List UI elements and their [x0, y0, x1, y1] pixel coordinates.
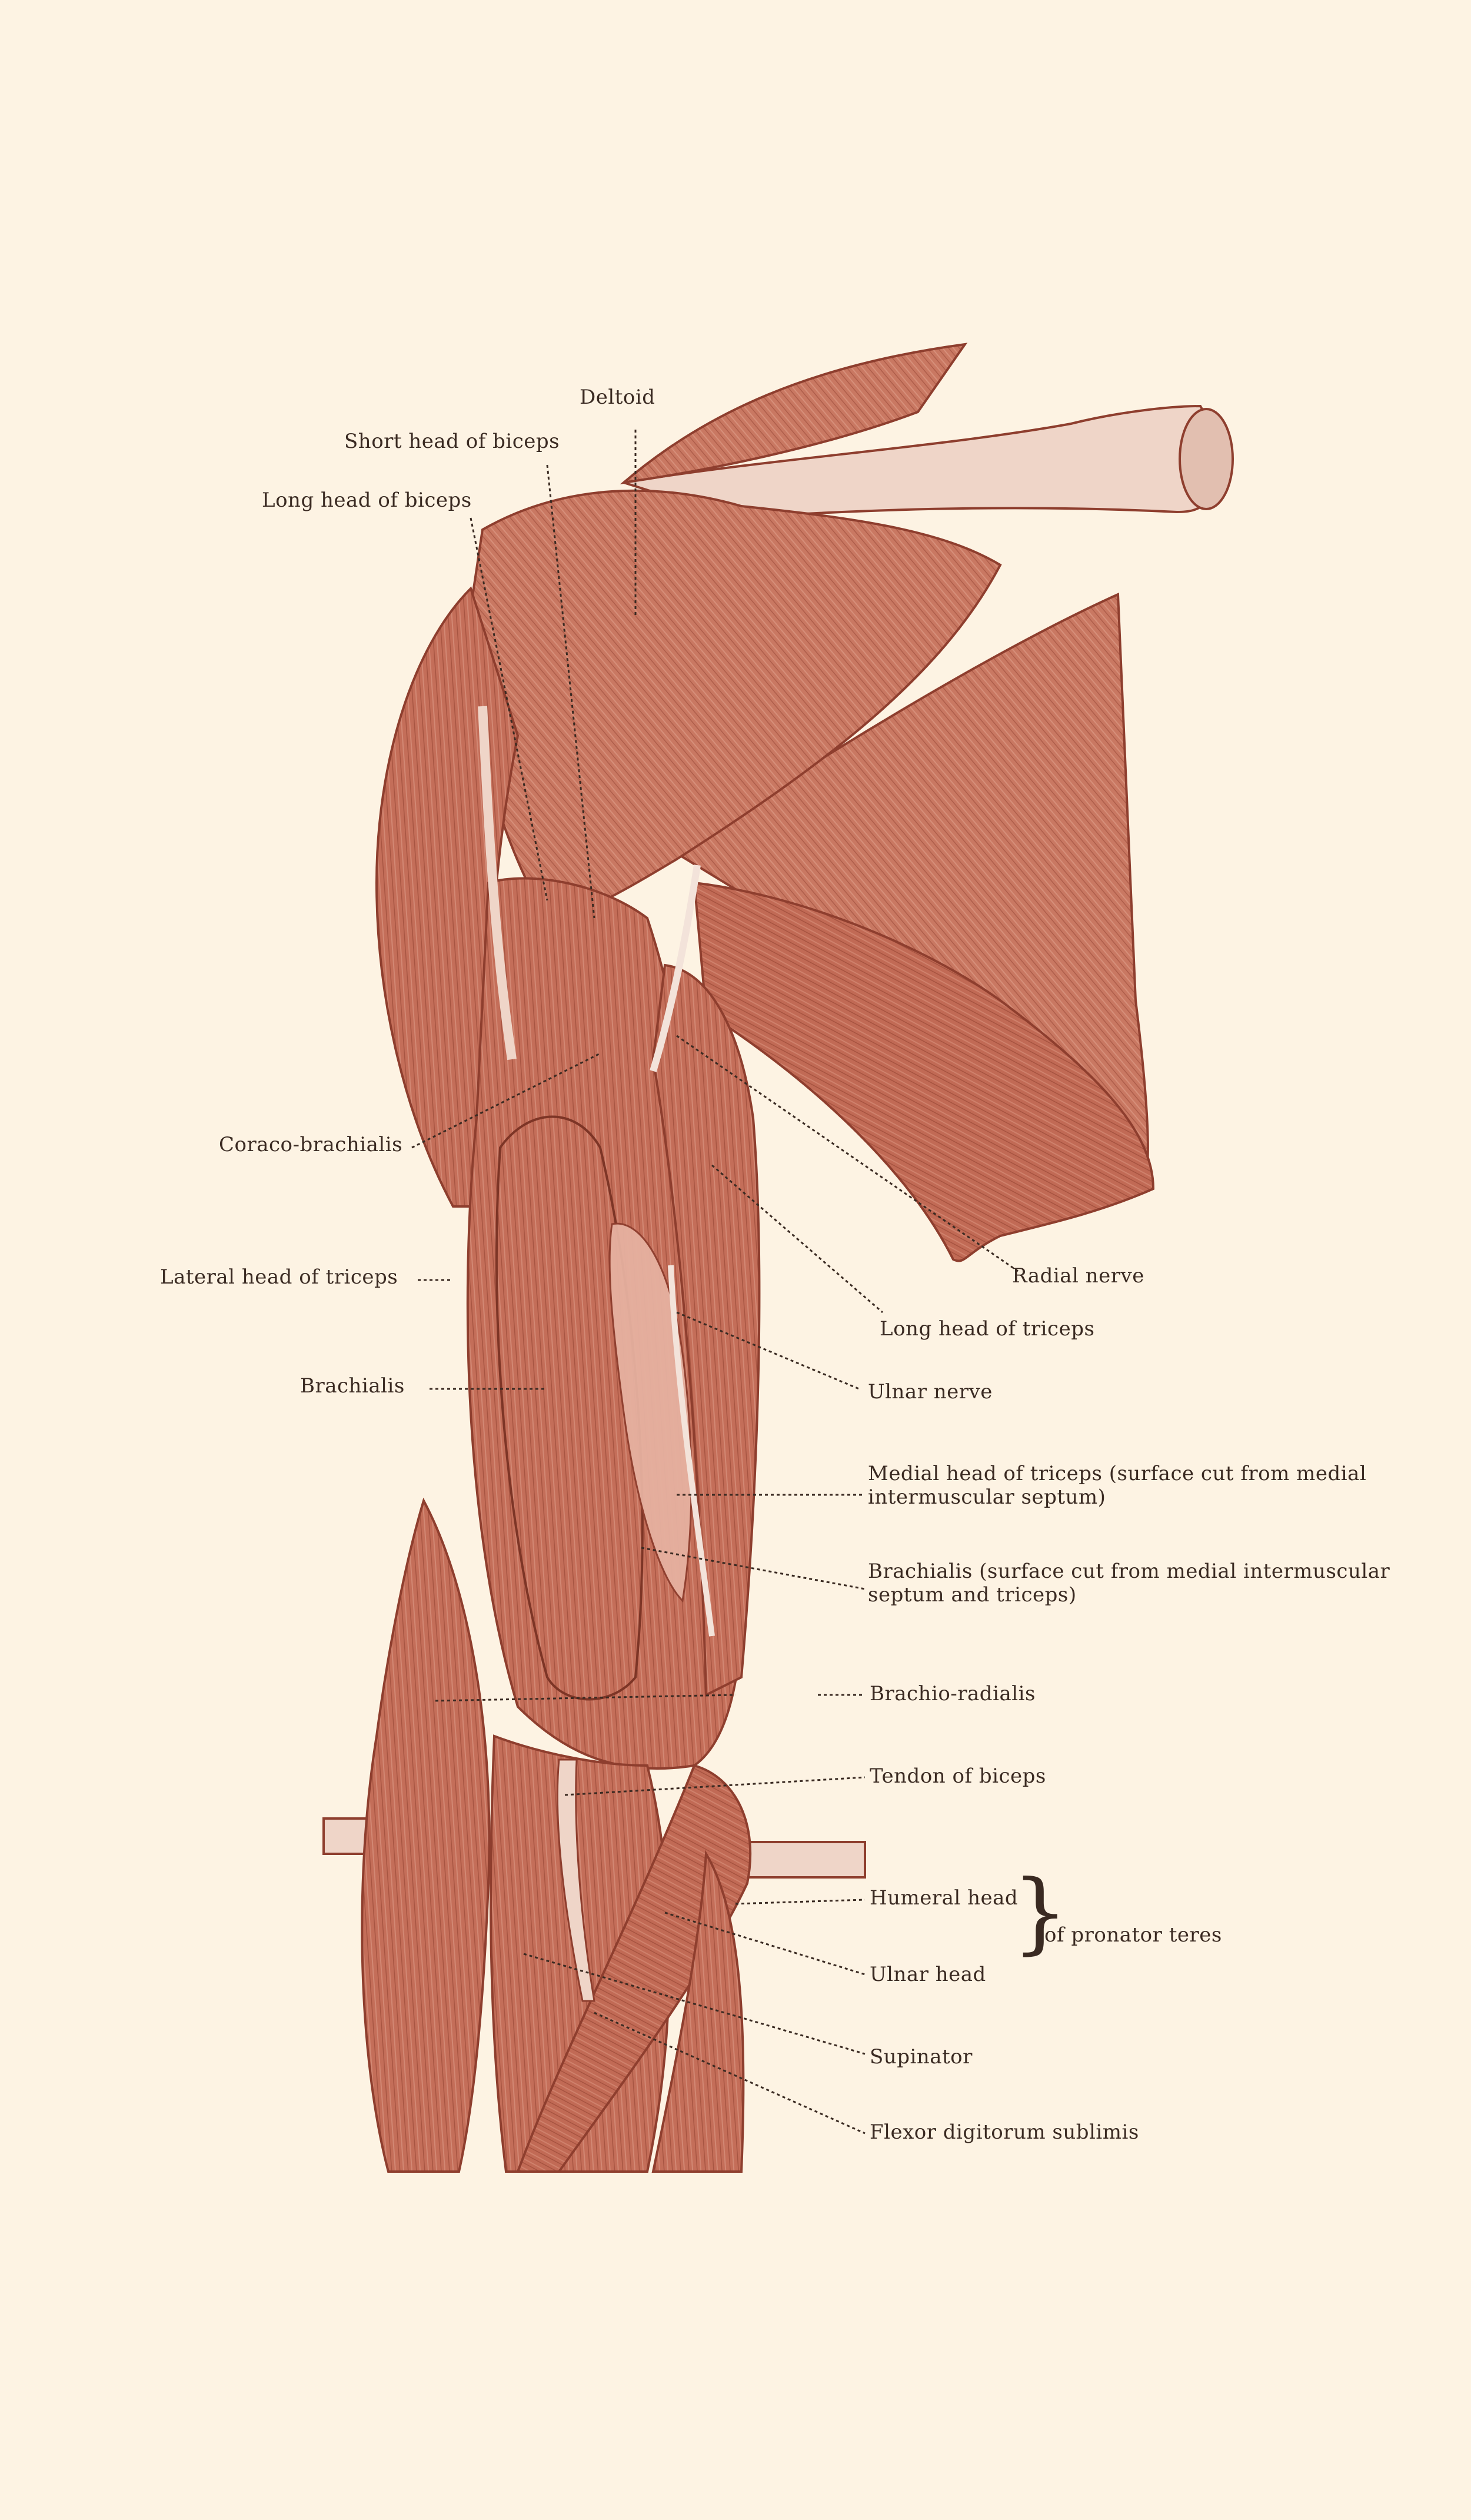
label-medial-head-triceps: Medial head of triceps (surface cut from…: [868, 1462, 1366, 1509]
label-brachialis-cut: Brachialis (surface cut from medial inte…: [868, 1560, 1390, 1607]
leader-supinator: [523, 1953, 866, 2055]
leader-brachialis-cut: [641, 1547, 866, 1590]
trapezius-muscle: [620, 343, 968, 484]
label-supinator: Supinator: [870, 2045, 973, 2069]
clavicle-end: [1179, 408, 1234, 510]
label-deltoid: Deltoid: [580, 385, 655, 409]
label-brachialis: Brachialis: [300, 1374, 405, 1398]
label-of-pronator-teres: of pronator teres: [1044, 1923, 1222, 1947]
label-tendon-biceps: Tendon of biceps: [870, 1764, 1046, 1788]
leader-flexor-digitorum: [594, 2012, 866, 2135]
brachioradialis-muscle: [361, 1497, 491, 2173]
medial-triceps-surface: [608, 1222, 693, 1603]
lower-back-muscle: [693, 881, 1155, 1262]
label-long-head-triceps: Long head of triceps: [880, 1317, 1095, 1341]
label-brachio-radialis: Brachio-radialis: [870, 1682, 1036, 1706]
biceps-tendon: [556, 1758, 595, 2002]
pronator-teres-muscle: [516, 1764, 752, 2173]
leader-long-head-biceps: [470, 517, 548, 901]
biceps-muscle: [495, 1115, 644, 1701]
label-long-head-biceps: Long head of biceps: [262, 488, 472, 512]
leader-long-head-triceps: [711, 1164, 883, 1314]
label-short-head-biceps: Short head of biceps: [344, 430, 560, 453]
label-ulnar-head: Ulnar head: [870, 1963, 986, 1986]
leader-lines: [411, 430, 1019, 2135]
forearm-right: [651, 1850, 745, 2173]
leader-humeral-head: [735, 1899, 866, 1905]
leader-radial-nerve: [676, 1035, 1019, 1272]
label-lateral-head-triceps: Lateral head of triceps: [160, 1265, 398, 1289]
label-radial-nerve: Radial nerve: [1012, 1264, 1144, 1288]
label-medial-head-triceps-line2: intermuscular septum): [868, 1485, 1106, 1509]
label-medial-head-triceps-line1: Medial head of triceps (surface cut from…: [868, 1462, 1367, 1485]
label-brachialis-cut-line1: Brachialis (surface cut from medial inte…: [868, 1560, 1390, 1583]
label-coraco-brachialis: Coraco-brachialis: [219, 1133, 403, 1156]
label-ulnar-nerve: Ulnar nerve: [868, 1380, 993, 1404]
coracobrachialis-tendon: [478, 706, 517, 1060]
ulnar-nerve: [668, 1265, 715, 1637]
pronator-teres-brace: }: [1012, 1861, 1069, 1964]
long-triceps-muscle: [651, 963, 761, 1697]
label-brachialis-cut-line2: septum and triceps): [868, 1583, 1077, 1607]
radial-nerve: [650, 865, 701, 1072]
deltoid-muscle: [463, 489, 1002, 920]
leader-ulnar-nerve: [676, 1311, 860, 1390]
label-humeral-head: Humeral head: [870, 1886, 1019, 1910]
label-flexor-digitorum: Flexor digitorum sublimis: [870, 2120, 1139, 2144]
